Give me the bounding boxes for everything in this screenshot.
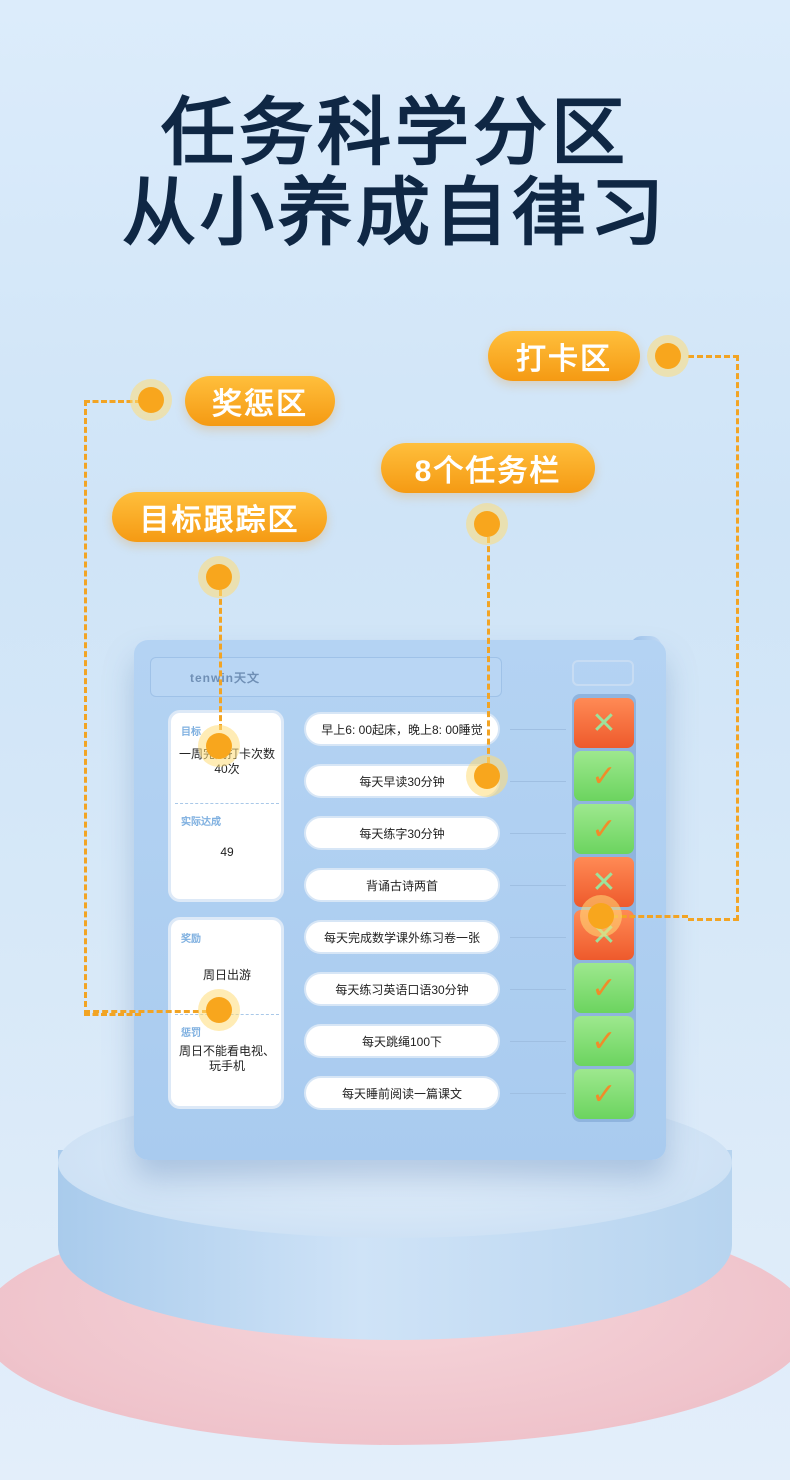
checkin-target-dot bbox=[588, 903, 614, 929]
checkin-connector-end bbox=[612, 915, 688, 918]
tasks-connector bbox=[487, 537, 490, 763]
checkin-check-icon[interactable]: ✓ bbox=[574, 963, 634, 1013]
punish-target-dot bbox=[206, 997, 232, 1023]
brand-logo: tenwin天文 bbox=[190, 671, 260, 685]
punish-connector-end bbox=[84, 1010, 208, 1013]
checkin-zone-callout: 打卡区 bbox=[488, 331, 640, 381]
task-slot-3[interactable]: 每天练字30分钟 bbox=[304, 816, 500, 850]
punish-text: 周日不能看电视、玩手机 bbox=[179, 1044, 276, 1073]
task-slot-6[interactable]: 每天练习英语口语30分钟 bbox=[304, 972, 500, 1006]
headline-line2: 从小养成自律习 bbox=[122, 171, 668, 254]
checkin-x-icon[interactable]: ✕ bbox=[574, 698, 634, 748]
brand-bar bbox=[150, 657, 502, 697]
checkin-connector bbox=[688, 355, 739, 921]
punish-zone-callout: 奖惩区 bbox=[185, 376, 335, 426]
goal-marker-dot bbox=[206, 564, 232, 590]
goal-label: 目标 bbox=[181, 727, 201, 738]
task-slot-2[interactable]: 每天早读30分钟 bbox=[304, 764, 500, 798]
checkin-check-icon[interactable]: ✓ bbox=[574, 1069, 634, 1119]
checkin-check-icon[interactable]: ✓ bbox=[574, 804, 634, 854]
checkin-check-icon[interactable]: ✓ bbox=[574, 1016, 634, 1066]
reward-label: 奖励 bbox=[181, 934, 201, 945]
task-guide-line bbox=[510, 833, 566, 834]
checkin-x-icon[interactable]: ✕ bbox=[574, 857, 634, 907]
tasks-target-dot bbox=[474, 763, 500, 789]
goal-divider bbox=[175, 803, 279, 804]
goal-zone-callout: 目标跟踪区 bbox=[112, 492, 327, 542]
task-slot-8[interactable]: 每天睡前阅读一篇课文 bbox=[304, 1076, 500, 1110]
punish-label: 惩罚 bbox=[181, 1028, 201, 1039]
tasks-callout: 8个任务栏 bbox=[381, 443, 595, 493]
checkin-marker-dot bbox=[655, 343, 681, 369]
checkin-x-icon[interactable]: ✕ bbox=[574, 910, 634, 960]
headline-line1: 任务科学分区 bbox=[161, 91, 629, 174]
task-slot-5[interactable]: 每天完成数学课外练习卷一张 bbox=[304, 920, 500, 954]
task-guide-line bbox=[510, 1093, 566, 1094]
task-guide-line bbox=[510, 781, 566, 782]
task-guide-line bbox=[510, 885, 566, 886]
goal-target-dot bbox=[206, 733, 232, 759]
task-slot-7[interactable]: 每天跳绳100下 bbox=[304, 1024, 500, 1058]
punish-connector bbox=[84, 400, 141, 1016]
task-guide-line bbox=[510, 729, 566, 730]
actual-label: 实际达成 bbox=[181, 817, 221, 828]
reward-text: 周日出游 bbox=[202, 968, 251, 982]
task-guide-line bbox=[510, 1041, 566, 1042]
task-guide-line bbox=[510, 937, 566, 938]
checkin-check-icon[interactable]: ✓ bbox=[574, 751, 634, 801]
task-slot-1[interactable]: 早上6: 00起床，晚上8: 00睡觉 bbox=[304, 712, 500, 746]
goal-connector bbox=[219, 590, 222, 730]
device-window bbox=[572, 660, 634, 686]
punish-marker-dot bbox=[138, 387, 164, 413]
actual-value: 49 bbox=[220, 845, 234, 859]
task-guide-line bbox=[510, 989, 566, 990]
tasks-marker-dot bbox=[474, 511, 500, 537]
task-slot-4[interactable]: 背诵古诗两首 bbox=[304, 868, 500, 902]
